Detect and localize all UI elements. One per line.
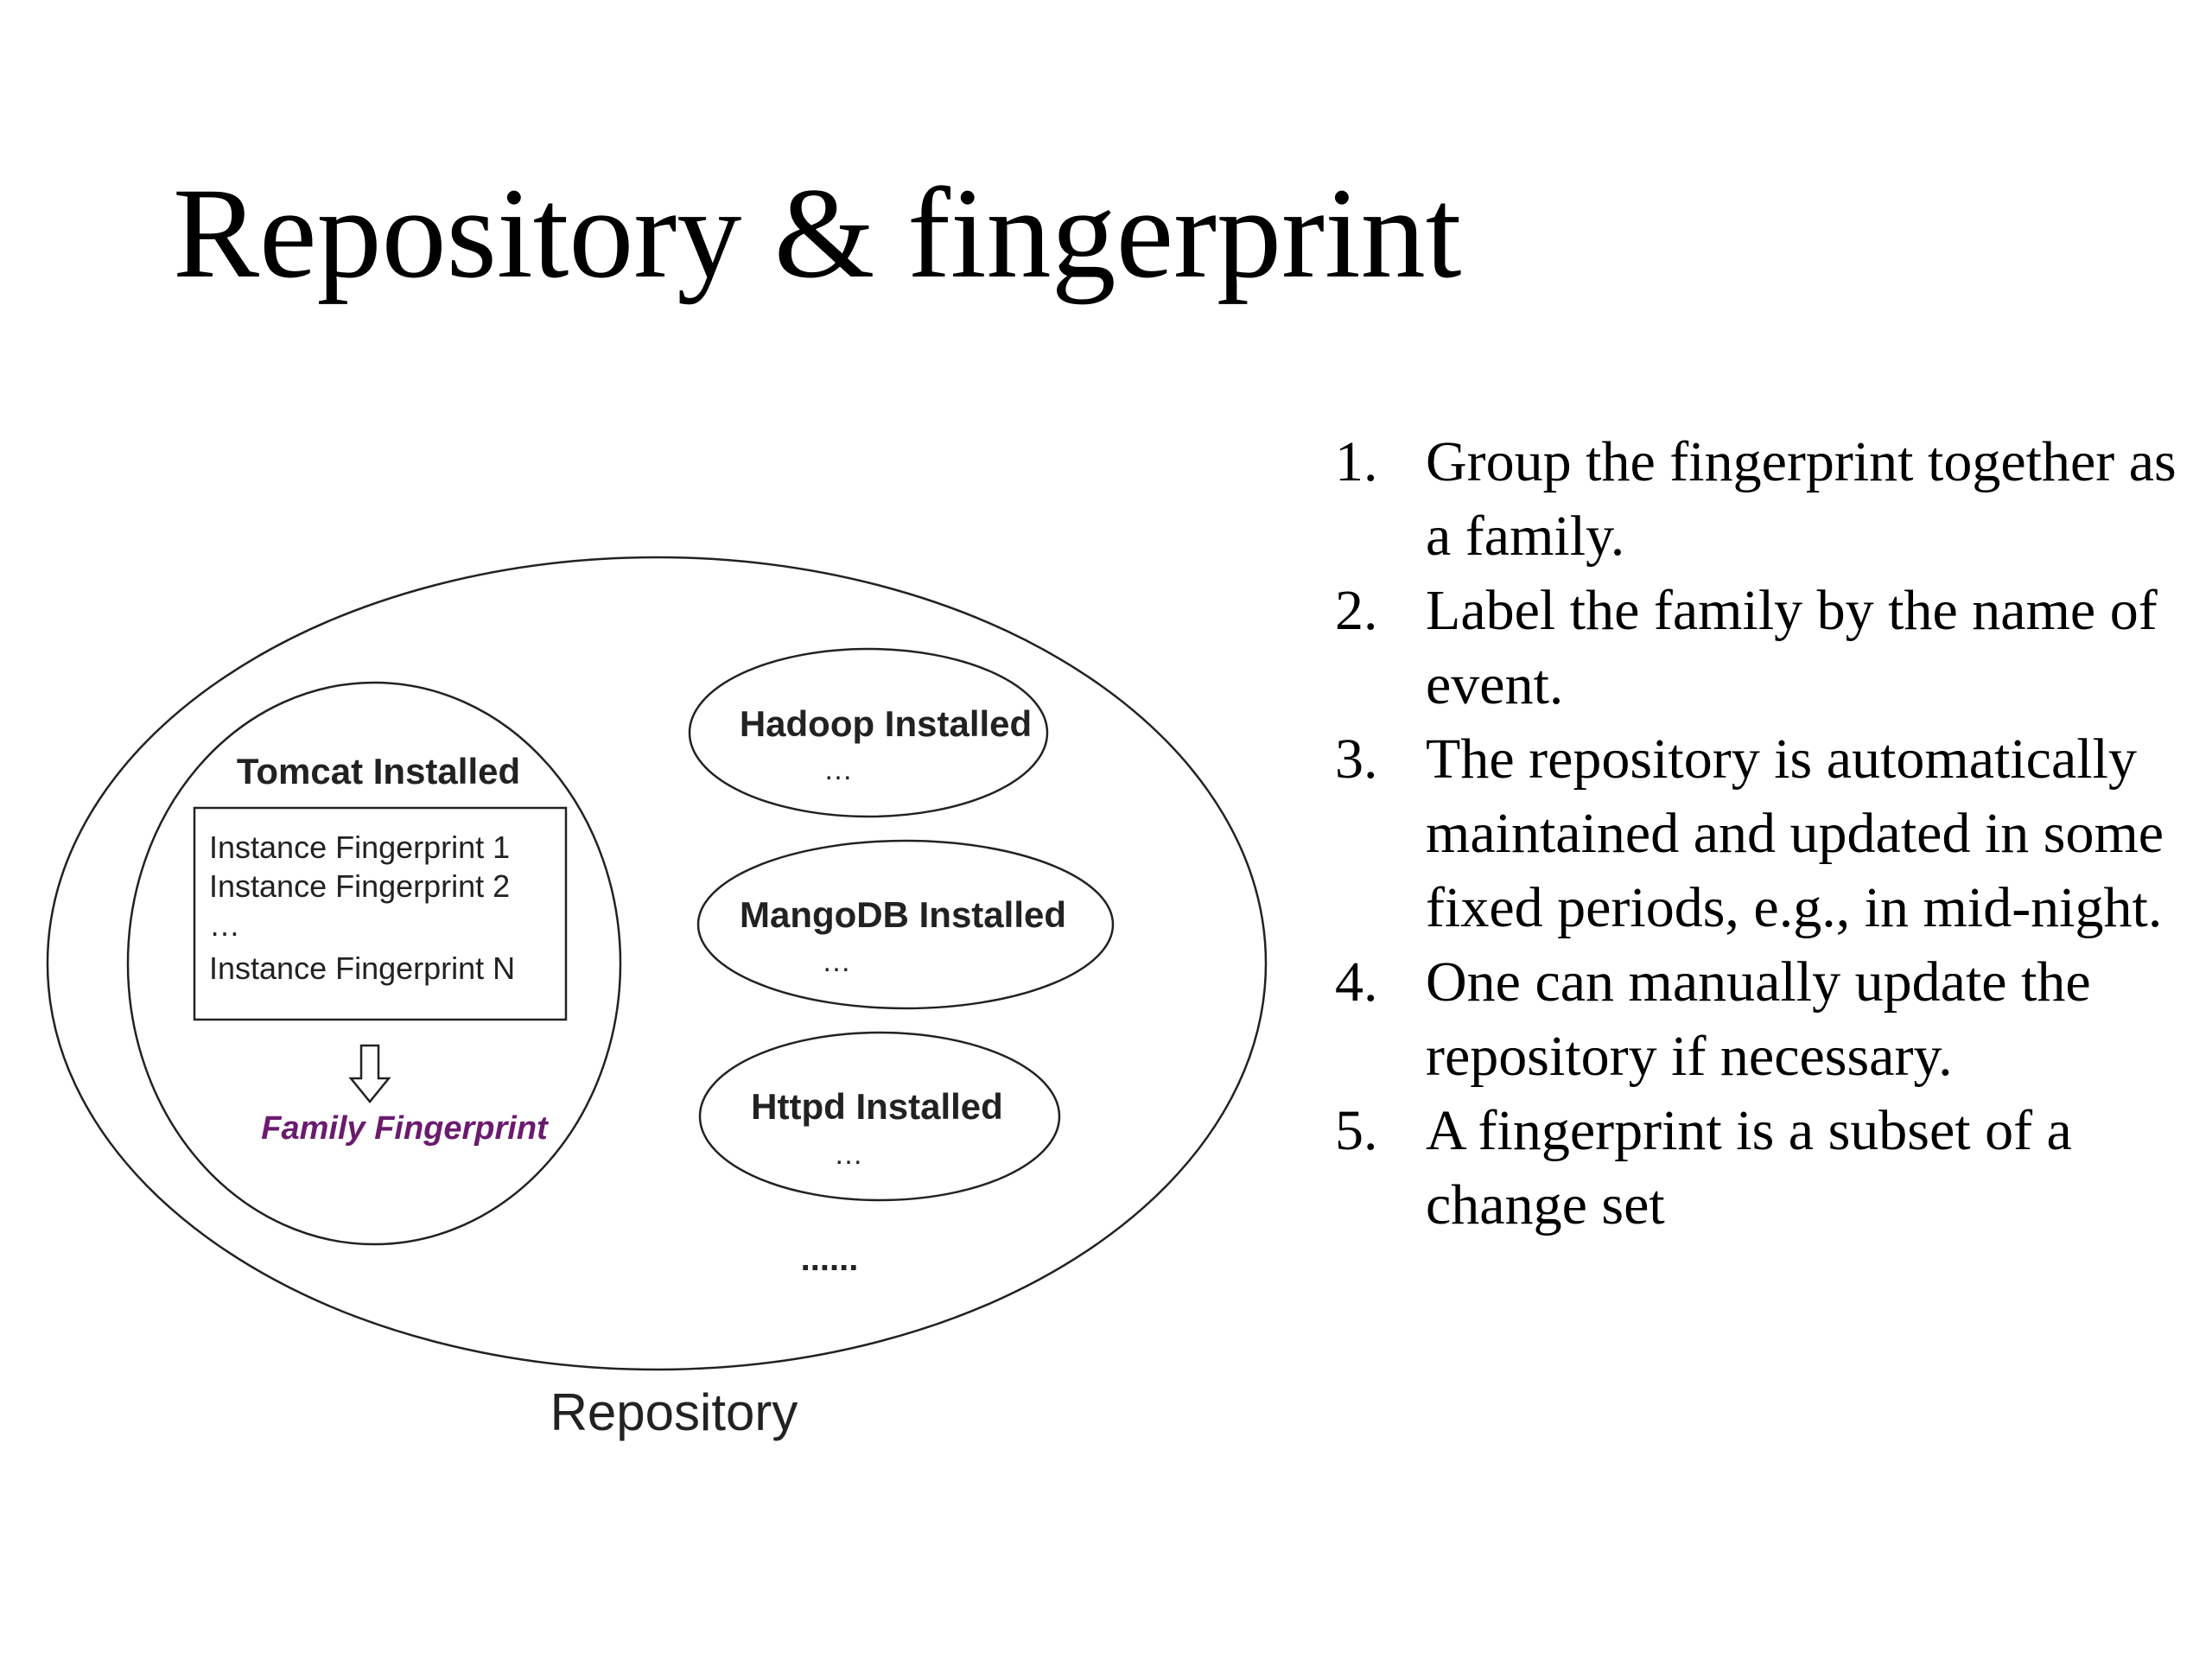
mangodb-more: … — [822, 945, 851, 978]
more-families-dots: ...... — [801, 1240, 859, 1278]
list-number: 4. — [1335, 950, 1378, 1014]
list-number: 5. — [1335, 1099, 1378, 1162]
repository-ellipse — [46, 556, 1268, 1371]
instance-fingerprint-1: Instance Fingerprint 1 — [209, 830, 510, 865]
hadoop-more: … — [823, 753, 853, 786]
hadoop-family-ellipse — [688, 647, 1049, 818]
list-item: 1. Group the fingerprint together as a fa… — [1335, 425, 2199, 574]
httpd-more: … — [834, 1138, 863, 1171]
instance-fingerprint-n: Instance Fingerprint N — [209, 950, 515, 986]
list-text: A fingerprint is a subset of a change se… — [1426, 1099, 2072, 1236]
instance-ellipsis: … — [209, 907, 240, 943]
list-item: 2. Label the family by the name of event. — [1335, 574, 2199, 722]
instance-fingerprint-box — [193, 806, 568, 1021]
list-text: The repository is automatically maintain… — [1426, 728, 2164, 939]
list-text: Label the family by the name of event. — [1426, 579, 2158, 716]
list-text: One can manually update the repository i… — [1426, 950, 2091, 1088]
instance-fingerprint-2: Instance Fingerprint 2 — [209, 868, 510, 904]
mangodb-title: MangoDB Installed — [740, 894, 1066, 935]
list-number: 1. — [1335, 430, 1378, 493]
tomcat-title: Tomcat Installed — [237, 751, 520, 791]
mangodb-family-ellipse — [696, 839, 1115, 1010]
points-list: 1. Group the fingerprint together as a fa… — [1335, 425, 2199, 1243]
family-fingerprint-label: Family Fingerprint — [261, 1110, 549, 1147]
list-item: 4. One can manually update the repository… — [1335, 945, 2199, 1094]
list-item: 3. The repository is automatically mainta… — [1335, 722, 2199, 945]
hadoop-title: Hadoop Installed — [740, 703, 1032, 744]
repository-label: Repository — [550, 1383, 798, 1441]
hollow-down-arrow-icon — [348, 1044, 391, 1103]
list-number: 3. — [1335, 728, 1378, 791]
list-text: Group the fingerprint together as a fami… — [1426, 430, 2177, 568]
list-item: 5. A fingerprint is a subset of a change … — [1335, 1094, 2199, 1243]
tomcat-family-circle — [126, 681, 622, 1246]
list-number: 2. — [1335, 579, 1378, 642]
httpd-title: Httpd Installed — [751, 1086, 1003, 1127]
slide-title: Repository & fingerprint — [173, 162, 1462, 305]
httpd-family-ellipse — [698, 1031, 1061, 1202]
